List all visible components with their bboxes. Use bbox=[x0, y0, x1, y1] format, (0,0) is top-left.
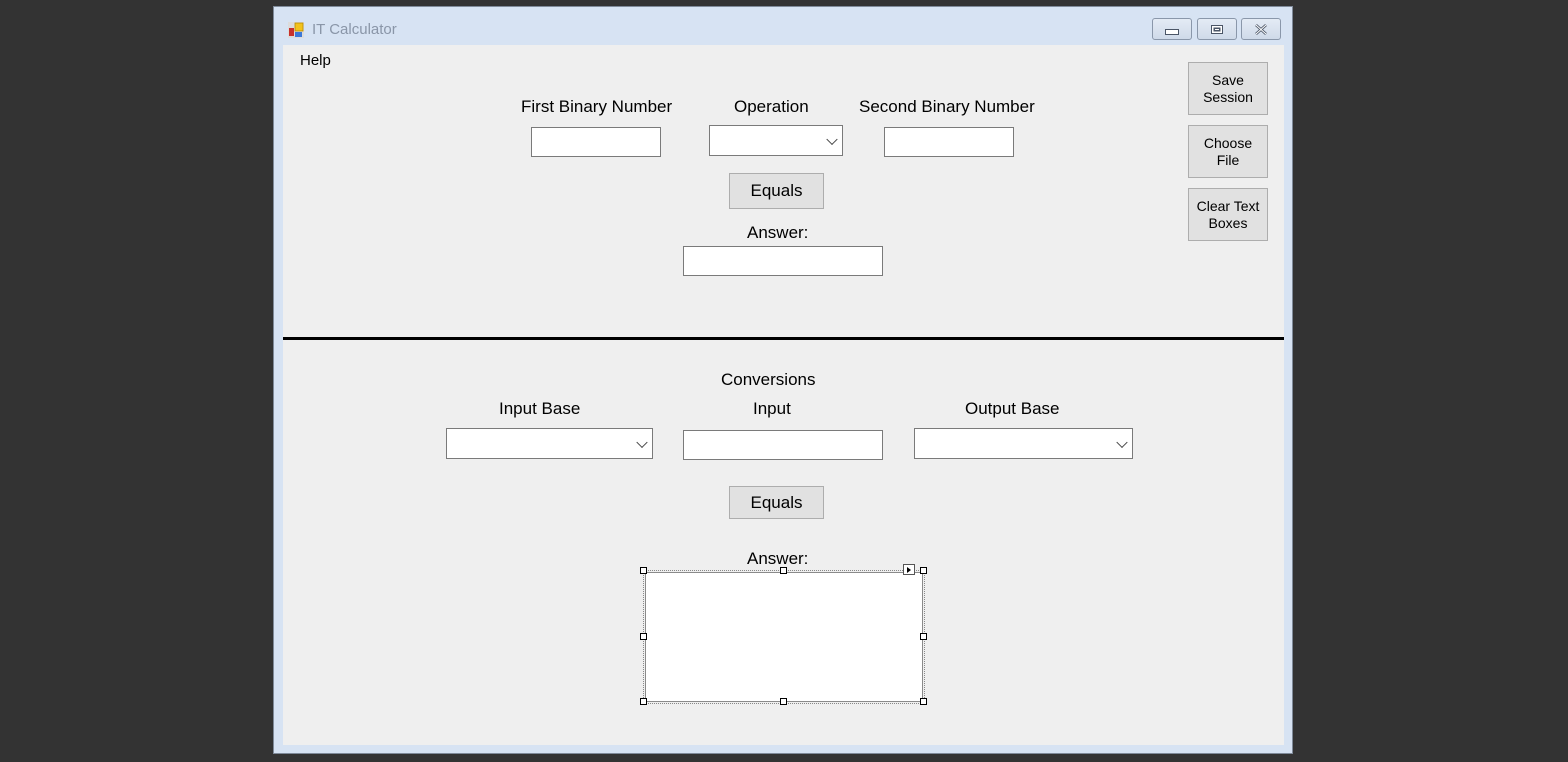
conversion-input-field[interactable] bbox=[683, 430, 883, 460]
first-binary-input[interactable] bbox=[531, 127, 661, 157]
choose-file-button[interactable]: Choose File bbox=[1188, 125, 1268, 178]
menu-item-help[interactable]: Help bbox=[300, 52, 331, 69]
operation-dropdown[interactable] bbox=[709, 125, 843, 156]
save-session-label: Save Session bbox=[1203, 71, 1253, 105]
resize-handle-e[interactable] bbox=[920, 633, 927, 640]
first-binary-label: First Binary Number bbox=[521, 97, 673, 116]
restore-icon bbox=[1211, 24, 1223, 34]
operation-label: Operation bbox=[734, 97, 809, 116]
input-base-dropdown[interactable] bbox=[446, 428, 653, 459]
resize-handle-n[interactable] bbox=[780, 567, 787, 574]
chevron-down-icon bbox=[1116, 436, 1128, 448]
input-base-label: Input Base bbox=[499, 399, 581, 418]
window-title: IT Calculator bbox=[312, 21, 397, 38]
output-base-dropdown[interactable] bbox=[914, 428, 1133, 459]
minimize-icon bbox=[1165, 28, 1179, 35]
resize-handle-w[interactable] bbox=[640, 633, 647, 640]
resize-handle-ne[interactable] bbox=[920, 567, 927, 574]
output-base-label: Output Base bbox=[965, 399, 1060, 418]
binary-answer-output[interactable] bbox=[683, 246, 883, 276]
second-binary-input[interactable] bbox=[884, 127, 1014, 157]
resize-handle-s[interactable] bbox=[780, 698, 787, 705]
chevron-down-icon bbox=[636, 436, 648, 448]
conversion-equals-label: Equals bbox=[750, 492, 803, 512]
section-divider bbox=[283, 337, 1284, 340]
binary-equals-label: Equals bbox=[750, 181, 803, 200]
title-bar[interactable]: IT Calculator bbox=[274, 7, 1292, 45]
smart-tag-icon[interactable] bbox=[903, 564, 915, 575]
resize-handle-sw[interactable] bbox=[640, 698, 647, 705]
close-button[interactable] bbox=[1241, 18, 1281, 40]
minimize-button[interactable] bbox=[1152, 18, 1192, 40]
app-window: IT Calculator Help Save Session Choose F… bbox=[273, 6, 1293, 754]
second-binary-label: Second Binary Number bbox=[859, 97, 1035, 116]
binary-equals-button[interactable]: Equals bbox=[729, 173, 824, 209]
conversions-title: Conversions bbox=[721, 370, 816, 389]
close-icon bbox=[1255, 23, 1267, 35]
app-icon bbox=[288, 22, 304, 38]
conversion-equals-button[interactable]: Equals bbox=[729, 486, 824, 519]
resize-handle-se[interactable] bbox=[920, 698, 927, 705]
conversion-answer-label: Answer: bbox=[747, 549, 809, 568]
binary-answer-label: Answer: bbox=[747, 223, 809, 242]
choose-file-label: Choose File bbox=[1203, 134, 1253, 168]
clear-text-boxes-button[interactable]: Clear Text Boxes bbox=[1188, 188, 1268, 241]
restore-button[interactable] bbox=[1197, 18, 1237, 40]
selection-frame bbox=[643, 570, 925, 704]
form-client-area: Help Save Session Choose File Clear Text… bbox=[283, 45, 1284, 745]
chevron-down-icon bbox=[826, 133, 838, 145]
input-label: Input bbox=[753, 399, 791, 418]
clear-text-boxes-label: Clear Text Boxes bbox=[1196, 197, 1260, 231]
save-session-button[interactable]: Save Session bbox=[1188, 62, 1268, 115]
resize-handle-nw[interactable] bbox=[640, 567, 647, 574]
